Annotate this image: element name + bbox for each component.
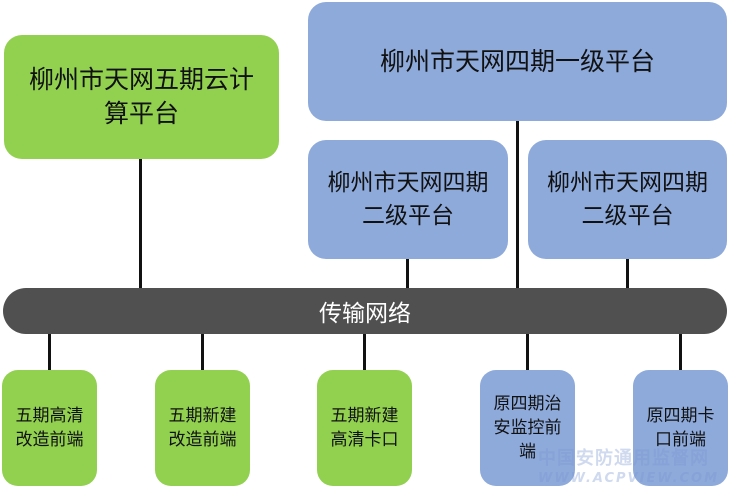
watermark-line1: 中国安防通用监督网: [538, 448, 709, 469]
frontend-node-1: 五期高清改造前端: [2, 370, 97, 486]
level2-platform-right-node: 柳州市天网四期二级平台: [528, 140, 727, 259]
frontend-node-2: 五期新建改造前端: [155, 370, 250, 486]
connector-frontend-5: [679, 332, 682, 372]
frontend-label-1: 五期高清改造前端: [15, 406, 84, 450]
cloud-platform-node: 柳州市天网五期云计算平台: [4, 35, 279, 159]
watermark: 中国安防通用监督网 WWW.ACPVIEW.COM: [538, 448, 731, 490]
connector-cloud-to-network: [139, 157, 142, 290]
watermark-line2: WWW.ACPVIEW.COM: [538, 471, 720, 486]
connector-level2-right-to-network: [626, 257, 629, 290]
frontend-label-5: 原四期卡口前端: [646, 406, 715, 450]
frontend-label-2: 五期新建改造前端: [168, 406, 237, 450]
connector-frontend-2: [201, 332, 204, 372]
level1-platform-label: 柳州市天网四期一级平台: [379, 46, 655, 76]
level1-platform-node: 柳州市天网四期一级平台: [308, 2, 727, 121]
frontend-label-4: 原四期治安监控前端: [493, 394, 562, 462]
transmission-network-label: 传输网络: [319, 301, 411, 327]
level2-platform-right-label: 柳州市天网四期二级平台: [547, 169, 708, 229]
frontend-node-4: 原四期治安监控前端: [480, 370, 575, 486]
connector-frontend-3: [363, 332, 366, 372]
frontend-node-3: 五期新建高清卡口: [317, 370, 412, 486]
level2-platform-left-label: 柳州市天网四期二级平台: [327, 169, 489, 229]
frontend-node-5: 原四期卡口前端: [633, 370, 728, 486]
frontend-label-3: 五期新建高清卡口: [330, 406, 399, 450]
connector-frontend-4: [526, 332, 529, 372]
transmission-network-bus: 传输网络: [3, 288, 727, 334]
connector-level2-left-to-network: [406, 257, 409, 290]
connector-level1-to-network: [516, 119, 519, 290]
level2-platform-left-node: 柳州市天网四期二级平台: [308, 140, 508, 259]
cloud-platform-label: 柳州市天网五期云计算平台: [28, 65, 254, 128]
connector-frontend-1: [48, 332, 51, 372]
